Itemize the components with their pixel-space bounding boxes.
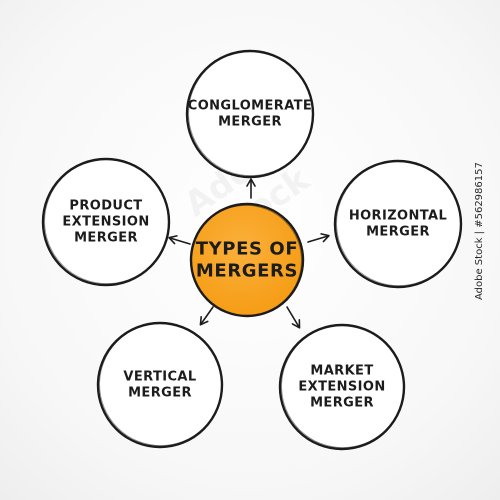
node-market-extension-label-line-1: MARKET (310, 364, 373, 379)
arrow-to-horizontal (307, 233, 330, 243)
connector-arrows (168, 178, 330, 329)
node-market-extension-label-line-2: EXTENSION (298, 380, 385, 395)
node-horizontal-label-line-1: HORIZONTAL (349, 209, 447, 224)
node-horizontal-label-line-2: MERGER (366, 224, 430, 239)
node-vertical-label-line-2: MERGER (128, 385, 192, 400)
node-market-extension-sketch-stroke (281, 324, 405, 448)
arrow-to-vertical (199, 306, 214, 326)
node-product-extension-label-line-2: EXTENSION (62, 215, 149, 230)
node-conglomerate-label-line-1: CONGLOMERATE (188, 99, 312, 114)
node-vertical-sketch-stroke (99, 322, 223, 446)
node-horizontal-sketch-stroke (336, 160, 462, 286)
node-product-extension-sketch-stroke (44, 158, 170, 284)
center-node-sketch-stroke (190, 205, 302, 317)
node-conglomerate-sketch-stroke (188, 50, 314, 177)
node-product-extension-label-line-1: PRODUCT (69, 199, 142, 214)
center-node-label-line-2: MERGERS (196, 260, 298, 281)
node-conglomerate-label-line-2: MERGER (218, 114, 282, 129)
stock-image-id: Adobe Stock | #562986157 (474, 162, 485, 300)
arrow-to-product-extension (168, 235, 191, 245)
arrow-to-market-extension (286, 306, 301, 329)
center-node-label-line-1: TYPES OF (196, 239, 298, 260)
node-product-extension-label-line-3: MERGER (74, 230, 138, 245)
node-vertical-label-line-1: VERTICAL (123, 370, 196, 385)
node-market-extension-label-line-3: MERGER (310, 395, 374, 410)
outer-nodes: CONGLOMERATEMERGERHORIZONTALMERGERMARKET… (41, 49, 463, 451)
